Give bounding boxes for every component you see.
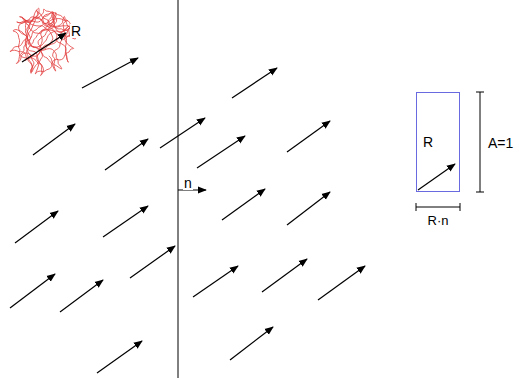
field-arrow: [33, 124, 75, 155]
polymer-coil: [10, 8, 75, 75]
dimension-tick: [476, 192, 484, 193]
dimension-tick: [460, 203, 461, 211]
area-label: A=1: [487, 136, 514, 150]
field-arrow: [262, 259, 307, 292]
field-arrow: [97, 341, 142, 373]
field-arrow: [197, 136, 245, 168]
area-box: R: [416, 92, 460, 192]
field-arrow: [222, 189, 265, 220]
field-arrow: [130, 246, 175, 278]
field-arrow: [232, 68, 277, 98]
dimension-tick: [416, 203, 417, 211]
box-vector: [418, 164, 455, 190]
field-arrow: [287, 192, 330, 225]
height-dimension: [480, 92, 481, 192]
field-arrow: [318, 266, 365, 300]
coil-path: [10, 8, 75, 75]
dimension-tick: [476, 92, 484, 93]
field-arrow: [103, 206, 148, 237]
field-arrow: [10, 274, 55, 308]
projection-label: R·n: [427, 214, 450, 227]
normal-label: n: [183, 176, 193, 190]
vector-label: R: [423, 135, 433, 149]
plane-line: [178, 0, 179, 378]
field-arrow: [230, 327, 273, 360]
field-arrow: [105, 139, 148, 170]
dimension-marks: [416, 92, 484, 211]
field-arrow: [160, 118, 205, 148]
field-arrow: [82, 58, 138, 88]
vector-label: R: [70, 24, 82, 38]
coil-vector: [22, 33, 66, 62]
field-arrow: [60, 280, 103, 312]
width-dimension: [416, 207, 460, 208]
field-arrow: [287, 121, 330, 152]
field-arrow: [193, 266, 238, 297]
vector-field: [10, 58, 365, 373]
field-arrow: [15, 211, 58, 243]
